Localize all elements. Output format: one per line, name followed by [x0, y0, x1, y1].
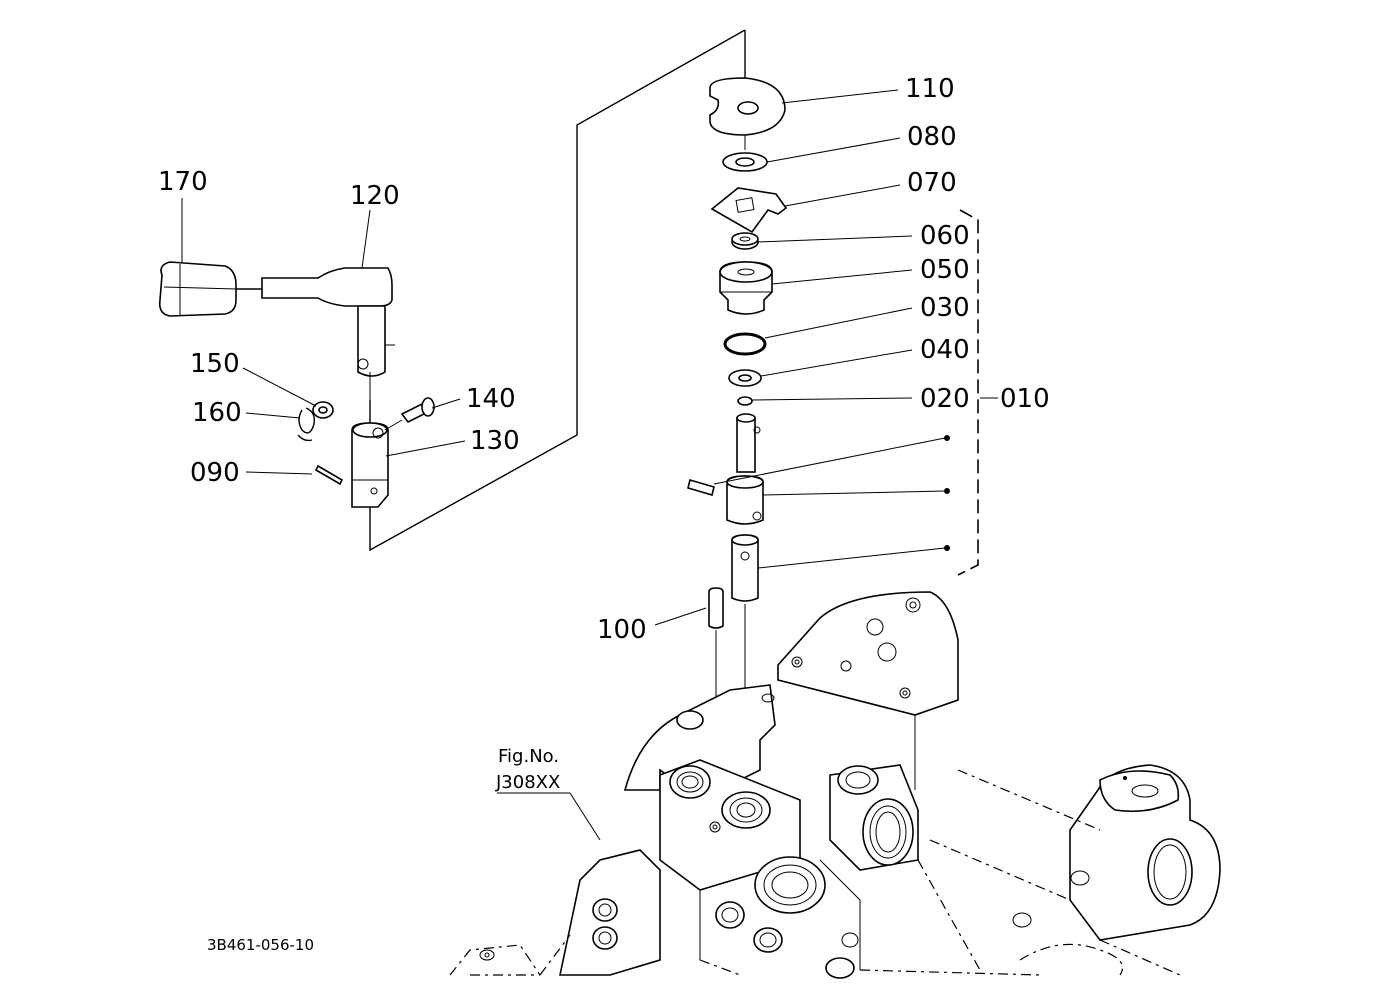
lever-assembly-frame: [369, 29, 746, 552]
label-090: 090: [190, 458, 240, 488]
spring-pin-090: [314, 464, 344, 486]
assembly-bracket-010: [957, 209, 979, 576]
label-080: 080: [907, 122, 957, 152]
label-140: 140: [466, 384, 516, 414]
fig-no-value: J308XX: [495, 772, 560, 793]
oring-030: [723, 332, 767, 356]
plate-070: [710, 187, 788, 234]
label-170: 170: [158, 167, 208, 197]
label-010: 010: [1000, 384, 1050, 414]
drawing-code: 3B461-056-10: [207, 936, 314, 954]
pin-small: [687, 478, 715, 497]
coupler: [726, 475, 764, 525]
pin-140: [384, 397, 435, 431]
label-120: 120: [350, 181, 400, 211]
label-060: 060: [920, 221, 970, 251]
holder-130: [351, 422, 389, 550]
lever-120: [261, 267, 395, 377]
leader-lines: [181, 89, 998, 841]
fig-no-label: Fig.No.: [498, 746, 559, 767]
cap-050: [719, 261, 773, 315]
label-130: 130: [470, 426, 520, 456]
figure-reference: Fig.No. J308XX 3B461-056-10: [207, 746, 560, 954]
label-110: 110: [905, 74, 955, 104]
label-070: 070: [907, 168, 957, 198]
label-100: 100: [597, 615, 647, 645]
spool: [736, 413, 761, 473]
label-040: 040: [920, 335, 970, 365]
part-marker-dots: [944, 435, 950, 551]
oring-020: [737, 396, 753, 406]
label-050: 050: [920, 255, 970, 285]
washer-150: [312, 401, 334, 419]
label-160: 160: [192, 398, 242, 428]
label-030: 030: [920, 293, 970, 323]
label-150: 150: [190, 349, 240, 379]
valve-housing: [449, 591, 1221, 979]
knob-170: [158, 261, 262, 317]
cam-110: [709, 77, 786, 136]
clip-160: [297, 407, 316, 442]
collar-060: [731, 232, 759, 250]
washer-080: [722, 152, 768, 172]
label-020: 020: [920, 384, 970, 414]
washer-040: [728, 369, 762, 387]
part-labels: 110 080 070 060 050 030 040 020 010 100 …: [158, 74, 1050, 645]
